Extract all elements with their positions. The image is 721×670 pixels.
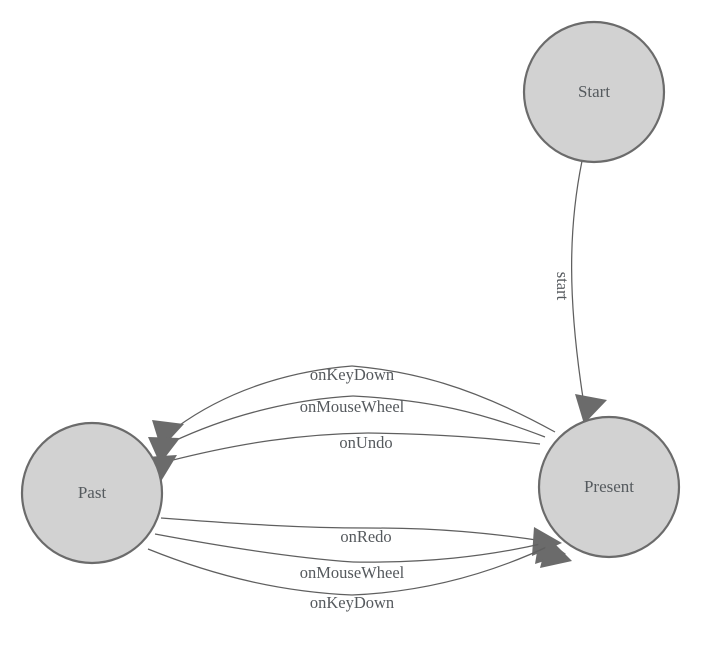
edge-path-past-to-present-onkeydown xyxy=(147,548,353,596)
edge-path-past-to-present-onredo xyxy=(160,517,369,529)
edge-past-to-present-onkeydown[interactable] xyxy=(147,537,572,596)
edge-path-start-to-present xyxy=(571,160,584,399)
arrowhead-past-to-present-onkeydown xyxy=(540,537,572,568)
edge-labels: onKeyDown onMouseWheel onUndo onRedo onM… xyxy=(300,365,405,612)
edge-label-onkeydown-top: onKeyDown xyxy=(310,365,394,384)
arrowhead-present-to-past-onmousewheel xyxy=(148,437,180,464)
edge-path-present-to-past-onmousewheel-b xyxy=(171,395,354,443)
edge-path-past-to-present-onredo-b xyxy=(367,527,544,542)
edge-label-onkeydown-bottom: onKeyDown xyxy=(310,593,394,612)
edge-path-present-to-past-onkeydown-b xyxy=(176,365,353,428)
edge-label-onundo: onUndo xyxy=(339,433,392,452)
edge-path-present-to-past-onundo-b xyxy=(168,432,369,462)
edge-path-past-to-present-onkeydown-b xyxy=(351,544,552,596)
node-past-circle xyxy=(20,421,164,565)
edge-label-onmousewheel-bottom: onMouseWheel xyxy=(300,563,405,582)
edge-path-present-to-past-onmousewheel xyxy=(352,395,546,438)
edge-label-onredo: onRedo xyxy=(340,527,391,546)
edge-path-past-to-present-onmousewheel xyxy=(154,533,354,563)
edge-path-past-to-present-onmousewheel-b xyxy=(352,542,546,563)
edge-label-onmousewheel-top: onMouseWheel xyxy=(300,397,405,416)
arrowhead-start-to-present xyxy=(575,394,607,424)
node-past-label: Past xyxy=(78,483,107,502)
edge-path-present-to-past-onkeydown xyxy=(351,365,556,433)
edge-start-to-present[interactable]: start xyxy=(553,160,607,424)
node-start-label: Start xyxy=(578,82,610,101)
node-past[interactable]: Past xyxy=(20,421,164,565)
node-present-circle xyxy=(537,415,681,559)
edge-present-to-past-onmousewheel[interactable] xyxy=(148,395,546,464)
edge-path-present-to-past-onundo xyxy=(367,432,541,445)
node-present[interactable]: Present xyxy=(537,415,681,559)
edge-label-start: start xyxy=(553,272,572,301)
node-start-circle xyxy=(522,20,666,164)
node-present-label: Present xyxy=(584,477,634,496)
node-start[interactable]: Start xyxy=(522,20,666,164)
